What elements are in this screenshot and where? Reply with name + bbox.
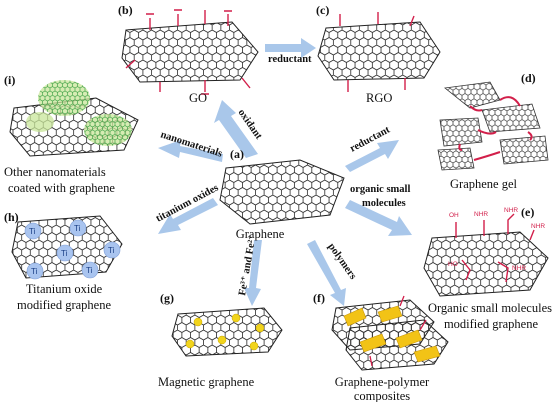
caption-organic-line2: modified graphene xyxy=(444,317,539,331)
panel-label-h: (h) xyxy=(4,210,19,224)
caption-rgo: RGO xyxy=(366,91,392,105)
caption-go: GO xyxy=(189,91,207,105)
panel-label-c: (c) xyxy=(316,3,329,17)
svg-text:NHR: NHR xyxy=(504,207,518,214)
caption-composite-line2: composites xyxy=(354,389,410,402)
caption-graphene-gel: Graphene gel xyxy=(450,177,518,191)
graphene-sheet xyxy=(220,160,344,224)
svg-text:NHR: NHR xyxy=(474,211,488,218)
svg-text:NHR: NHR xyxy=(512,265,526,272)
magnetic-sheet xyxy=(172,308,282,356)
panel-label-b: (b) xyxy=(118,3,133,17)
panel-label-g: (g) xyxy=(160,291,174,305)
panel-label-e: (e) xyxy=(521,205,534,219)
caption-titanium-line1: Titanium oxide xyxy=(26,282,103,296)
svg-text:HO: HO xyxy=(448,261,458,268)
arrow-label-organic-line2: molecules xyxy=(362,198,406,209)
ti-label: Ti xyxy=(61,249,68,258)
go-sheet xyxy=(122,10,258,94)
titanium-sheet xyxy=(12,216,122,279)
svg-text:NHR: NHR xyxy=(531,223,545,230)
caption-nano-line2: coated with graphene xyxy=(8,181,115,195)
ti-label: Ti xyxy=(29,227,36,236)
graphene-gel xyxy=(438,82,548,170)
caption-magnetic: Magnetic graphene xyxy=(158,375,255,389)
panel-label-a: (a) xyxy=(230,147,244,161)
arrow-label-organic-line1: organic small xyxy=(350,184,410,195)
panel-label-d: (d) xyxy=(521,71,536,85)
ti-label: Ti xyxy=(108,246,115,255)
caption-graphene: Graphene xyxy=(236,227,285,241)
ti-label: Ti xyxy=(74,224,81,233)
panel-label-f: (f) xyxy=(313,291,325,305)
caption-nano-line1: Other nanomaterials xyxy=(4,165,106,179)
caption-organic-line1: Organic small molecules xyxy=(428,301,552,315)
ti-label: Ti xyxy=(31,267,38,276)
svg-text:OH: OH xyxy=(449,212,459,219)
ti-label: Ti xyxy=(86,266,93,275)
caption-composite-line1: Graphene-polymer xyxy=(335,375,430,389)
organic-modified-sheet: OH NHR NHR NHR HO NHR xyxy=(424,207,548,296)
caption-titanium-line2: modified graphene xyxy=(17,298,112,312)
panel-label-i: (i) xyxy=(4,73,15,87)
arrow-label-reductant-top: reductant xyxy=(268,54,312,65)
rgo-sheet xyxy=(318,12,440,92)
nanomaterial-coated-sheet xyxy=(10,80,138,156)
